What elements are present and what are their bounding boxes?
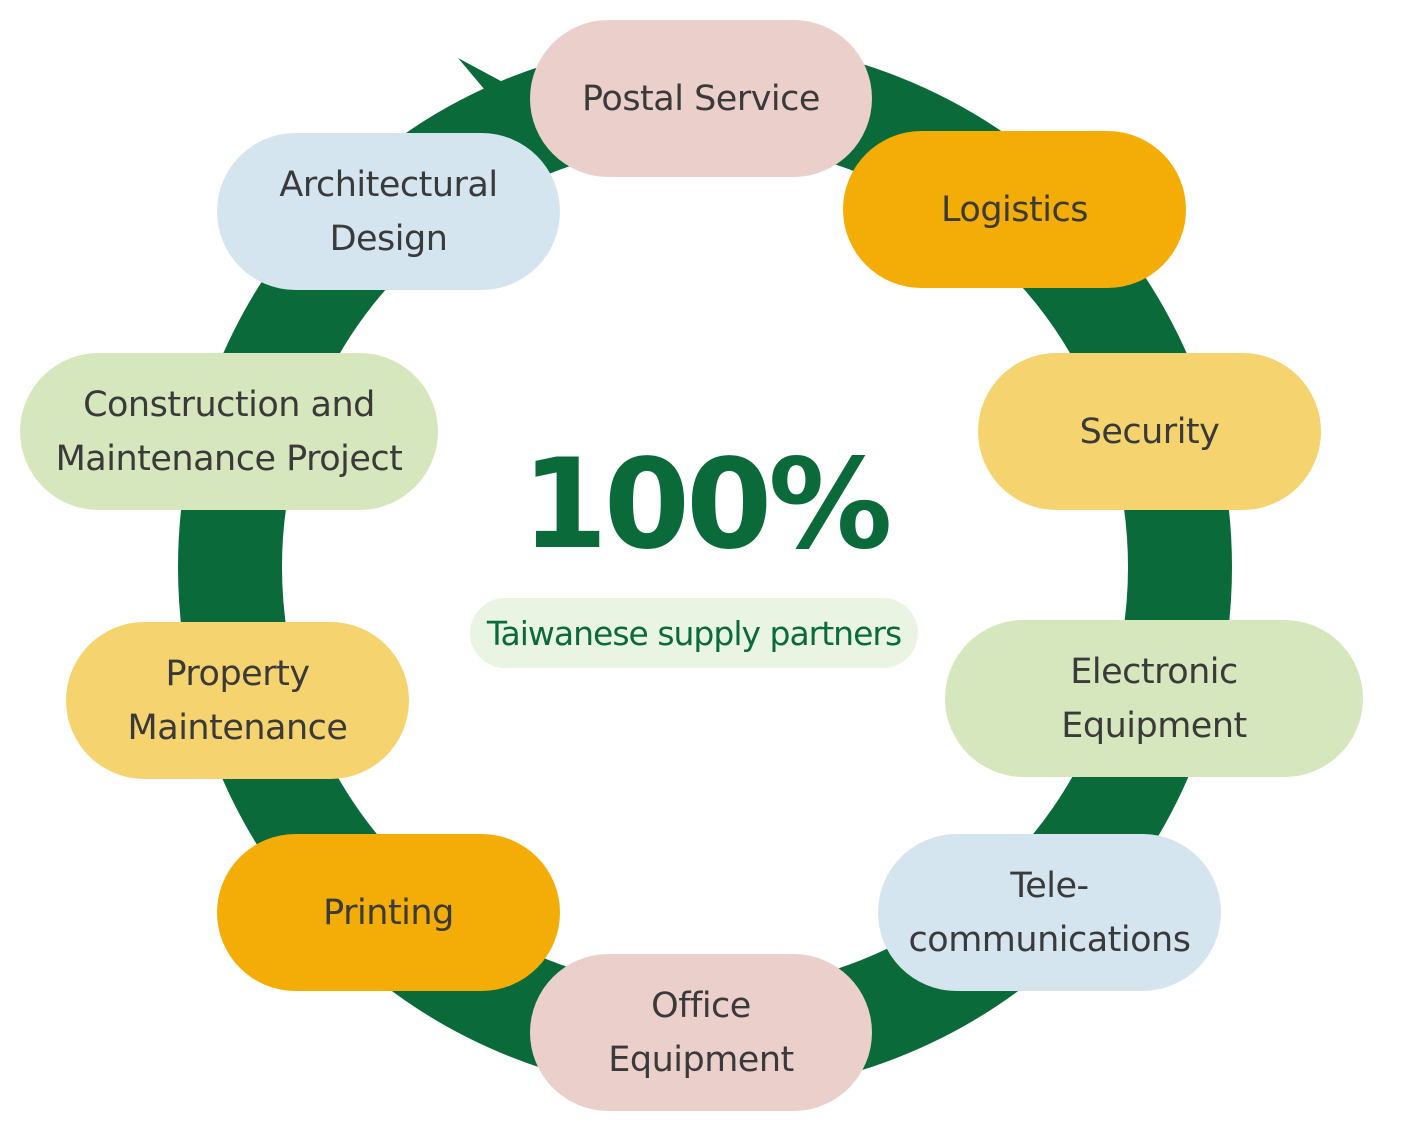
category-label: Postal Service [582,78,820,119]
category-telecommunications: Tele- communications [878,834,1221,991]
category-construction-maintenance-project: Construction and Maintenance Project [20,353,438,510]
center-percentage: 100% [521,433,892,577]
category-architectural-design: Architectural Design [217,133,560,290]
category-label: Architectural Design [279,164,498,259]
category-label: Tele- communications [908,865,1191,960]
category-label: Office Equipment [608,985,794,1080]
category-office-equipment: Office Equipment [530,954,872,1111]
category-electronic-equipment: Electronic Equipment [945,620,1363,777]
category-security: Security [978,353,1321,510]
category-label: Construction and Maintenance Project [55,384,403,479]
category-printing: Printing [217,834,560,991]
cycle-arrowhead [458,58,555,165]
category-label: Printing [323,892,454,933]
category-property-maintenance: Property Maintenance [66,622,409,779]
category-label: Logistics [941,189,1088,230]
category-label: Security [1079,411,1220,452]
category-postal-service: Postal Service [530,20,872,177]
category-label: Electronic Equipment [1061,651,1247,746]
category-logistics: Logistics [843,131,1186,288]
category-label: Property Maintenance [127,653,348,748]
center-caption: Taiwanese supply partners [470,598,918,668]
